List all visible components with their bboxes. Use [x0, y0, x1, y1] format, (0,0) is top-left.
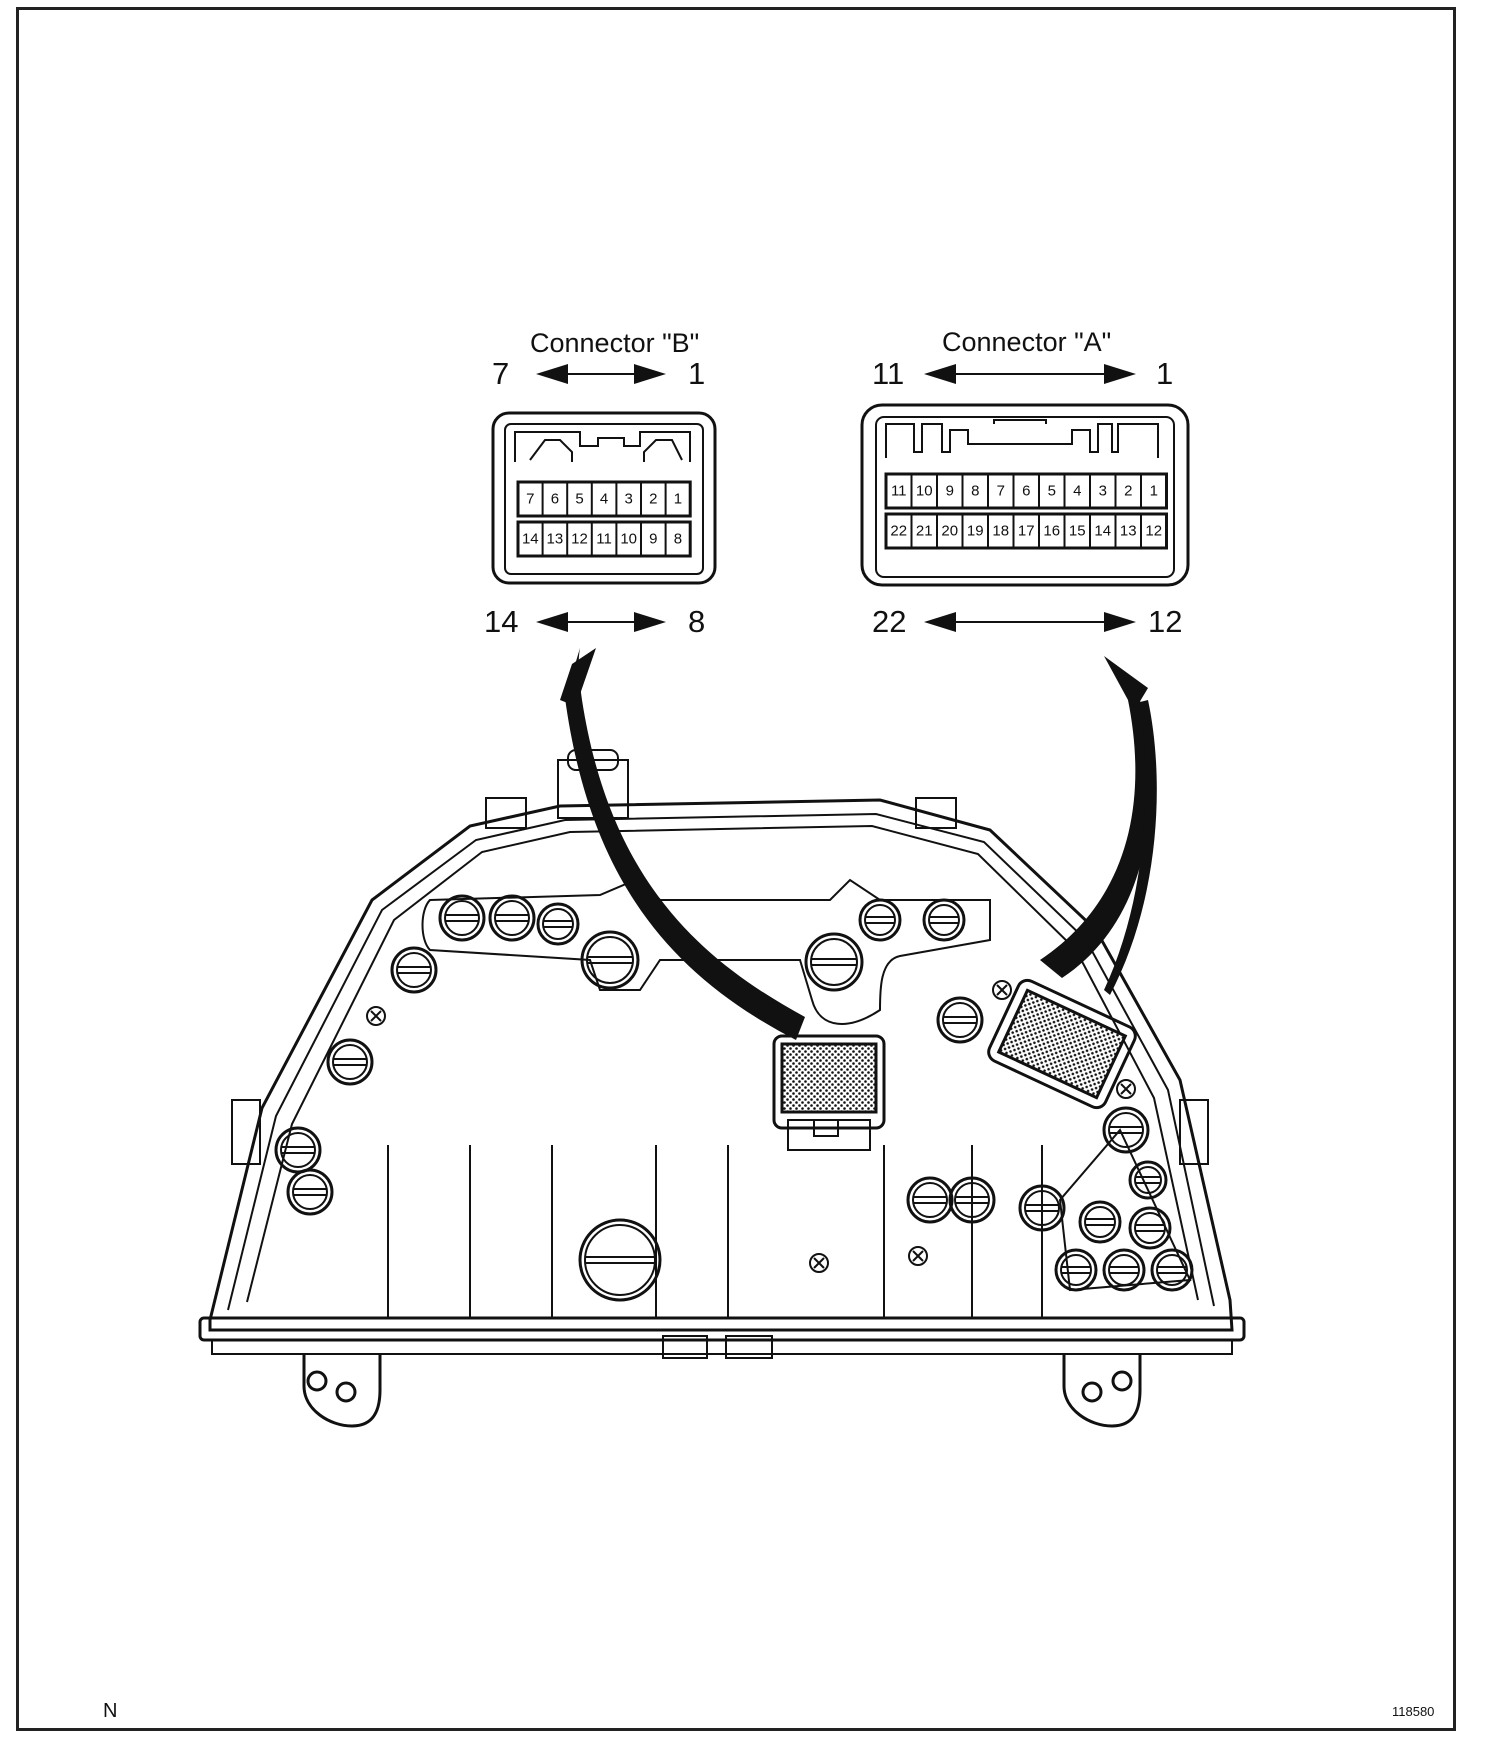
connector-a-top-left-pin: 11 [872, 356, 905, 391]
bulb-socket [1128, 1160, 1168, 1200]
screw-icon [809, 1253, 829, 1273]
bulb-socket [922, 898, 966, 942]
connector-b-top-left-pin: 7 [492, 356, 510, 391]
bulb-socket [1078, 1200, 1122, 1244]
connector-b-indicator-arrow [565, 648, 805, 1040]
connector-b-housing [491, 411, 717, 585]
connector-a-pin-14: 14 [1094, 523, 1111, 540]
bulb-socket [936, 996, 984, 1044]
bulb-socket [488, 894, 536, 942]
connector-a-pin-10: 10 [916, 483, 933, 500]
connector-a-pin-19: 19 [967, 523, 984, 540]
connector-b-pin-3: 3 [625, 491, 633, 508]
connector-b-pin-6: 6 [551, 491, 559, 508]
bulb-socket [906, 1176, 954, 1224]
connector-a-pin-4: 4 [1073, 483, 1081, 500]
mounting-screws [366, 980, 1136, 1273]
bulb-socket [286, 1168, 334, 1216]
bulb-socket [1054, 1248, 1098, 1292]
bulb-socket [1128, 1206, 1172, 1250]
connector-a-top-right-pin: 1 [1156, 356, 1174, 391]
connector-b-pin-8: 8 [674, 531, 682, 548]
connector-b-pin-2: 2 [649, 491, 657, 508]
connector-a-indicator-arrow [1040, 692, 1151, 978]
connector-a-title: Connector "A" [942, 327, 1112, 357]
connector-b-pin-10: 10 [620, 531, 637, 548]
connector-a-pin-6: 6 [1022, 483, 1030, 500]
connector-a-pin-8: 8 [971, 483, 979, 500]
connector-a-socket [987, 978, 1137, 1110]
bulb-socket [438, 894, 486, 942]
connector-a-pin-18: 18 [992, 523, 1009, 540]
connector-b-pin-12: 12 [571, 531, 588, 548]
bulb-socket [1150, 1248, 1194, 1292]
connector-a-pin-2: 2 [1124, 483, 1132, 500]
connector-a-pin-15: 15 [1069, 523, 1086, 540]
connector-a-pin-3: 3 [1099, 483, 1107, 500]
connector-a-pin-20: 20 [941, 523, 958, 540]
connector-b-pin-9: 9 [649, 531, 657, 548]
connector-a-bottom-right-pin: 12 [1148, 604, 1183, 639]
connector-a-pin-1: 1 [1150, 483, 1158, 500]
bulb-socket [578, 1218, 662, 1302]
bulb-socket [1102, 1106, 1150, 1154]
connector-b-bottom-right-pin: 8 [688, 604, 706, 639]
bulb-sockets [274, 894, 1194, 1302]
connector-a-pin-7: 7 [997, 483, 1005, 500]
connector-b-pin-4: 4 [600, 491, 608, 508]
connector-a-pin-11: 11 [891, 483, 907, 500]
connector-a-pin-16: 16 [1043, 523, 1060, 540]
bulb-socket [948, 1176, 996, 1224]
screw-icon [366, 1006, 386, 1026]
bulb-socket [1102, 1248, 1146, 1292]
connector-a-pin-12: 12 [1145, 523, 1162, 540]
connector-b-pin-1: 1 [674, 491, 682, 508]
bulb-socket [858, 898, 902, 942]
connector-a-pin-22: 22 [890, 523, 907, 540]
housing-ribs [387, 1145, 1043, 1318]
screw-icon [992, 980, 1012, 1000]
bulb-socket [274, 1126, 322, 1174]
connector-b-pin-7: 7 [526, 491, 534, 508]
connector-b-pin-14: 14 [522, 531, 539, 548]
bulb-socket [1018, 1184, 1066, 1232]
gauge-plate-outline [421, 876, 991, 1025]
connector-a-housing [860, 403, 1190, 587]
connector-a-pin-9: 9 [946, 483, 954, 500]
figure-number: 118580 [1392, 1704, 1435, 1719]
connector-b-pin-13: 13 [547, 531, 564, 548]
combination-meter-housing [198, 749, 1246, 1428]
connector-b-title: Connector "B" [530, 328, 700, 358]
connector-a-indicator-arrow-tail [1104, 700, 1157, 995]
connector-a-pin-17: 17 [1018, 523, 1035, 540]
connector-b-pin-11: 11 [596, 531, 612, 548]
connector-a-bottom-left-pin: 22 [872, 604, 907, 639]
bulb-socket [804, 932, 864, 992]
connector-b-bottom-left-pin: 14 [484, 604, 519, 639]
bulb-socket [580, 930, 640, 990]
bulb-socket [326, 1038, 374, 1086]
connector-b-arrowhead [560, 648, 596, 704]
bulb-socket [390, 946, 438, 994]
connector-b-socket [772, 1034, 886, 1151]
drawing-frame [16, 7, 1456, 1731]
connector-a-pin-5: 5 [1048, 483, 1056, 500]
orientation-mark: N [103, 1700, 118, 1722]
connector-b-top-right-pin: 1 [688, 356, 706, 391]
bulb-socket [536, 902, 580, 946]
connector-b-pin-5: 5 [575, 491, 583, 508]
connector-a-pin-21: 21 [916, 523, 933, 540]
screw-icon [908, 1246, 928, 1266]
connector-a-arrowhead [1104, 656, 1148, 708]
connector-a-pin-13: 13 [1120, 523, 1137, 540]
screw-icon [1116, 1079, 1136, 1099]
